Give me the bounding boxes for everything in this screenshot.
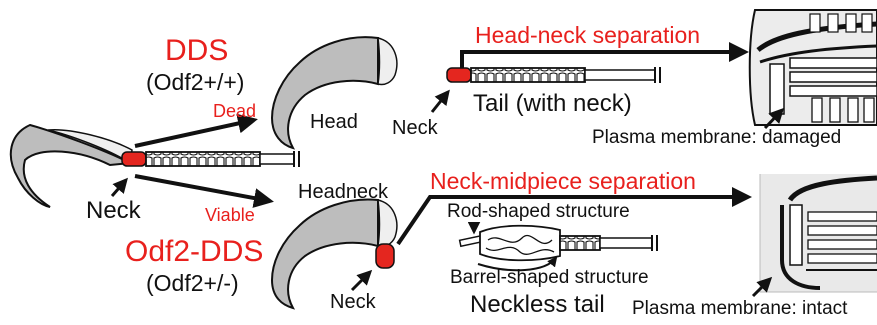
neck-tail-label: Neck — [392, 118, 438, 138]
viable-label: Viable — [205, 206, 255, 224]
viable-arrow — [135, 176, 270, 201]
plasma-membrane-damaged-label: Plasma membrane: damaged — [592, 128, 841, 147]
headneck-label: Headneck — [298, 182, 388, 202]
neck-headneck-label: Neck — [330, 292, 376, 312]
dds-label: DDS — [165, 36, 228, 66]
tail-neck — [447, 68, 471, 82]
odf2-dds-label: Odf2-DDS — [125, 237, 263, 267]
rod-shaped-structure — [460, 236, 483, 246]
head-neck-separation-arrow — [462, 52, 745, 68]
neck-pointer-left — [112, 180, 126, 196]
neck-left-label: Neck — [86, 199, 141, 223]
em-panel-intact — [760, 174, 877, 292]
neckless-tail — [460, 222, 657, 270]
odf2-genotype-label: (Odf2+/-) — [146, 272, 239, 295]
head-neck-separation-label: Head-neck separation — [475, 24, 700, 47]
rod-shaped-structure-label: Rod-shaped structure — [447, 202, 630, 221]
intact-sperm-principal-piece — [260, 154, 294, 164]
em-panel-damaged — [750, 10, 877, 125]
dead-arrow — [135, 120, 254, 146]
dead-label: Dead — [213, 102, 256, 120]
neck-midpiece-separation-label: Neck-midpiece separation — [430, 170, 696, 193]
tail-with-neck — [447, 67, 660, 83]
tail-with-neck-label: Tail (with neck) — [473, 92, 632, 116]
neck-pointer-headneck — [352, 272, 370, 290]
intact-sperm — [11, 125, 299, 207]
intact-sperm-midpiece — [146, 152, 260, 166]
dds-genotype-label: (Odf2+/+) — [146, 71, 244, 94]
barrel-shaped-structure-label: Barrel-shaped structure — [450, 268, 649, 287]
neck-pointer-tail — [432, 92, 448, 112]
headneck-neck — [376, 244, 394, 268]
intact-sperm-neck — [122, 152, 146, 166]
plasma-membrane-intact-label: Plasma membrane: intact — [632, 299, 847, 318]
neckless-tail-label: Neckless tail — [470, 293, 605, 317]
head-label: Head — [310, 112, 358, 132]
